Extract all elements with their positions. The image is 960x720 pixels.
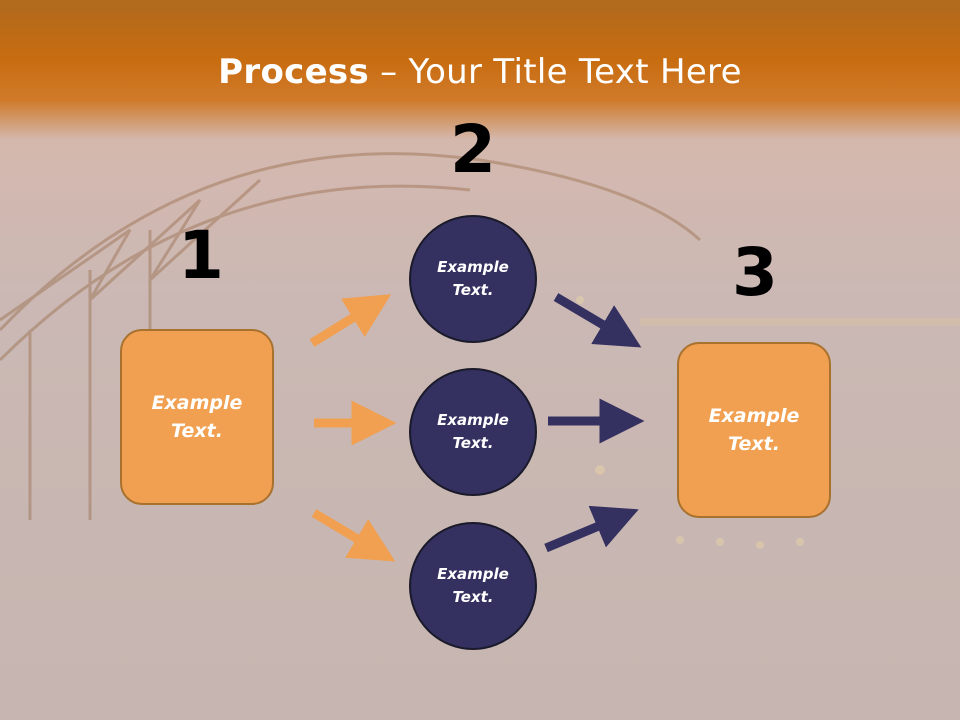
arrow-bottom-to-3 [546,518,618,548]
arrow-1-to-bottom [314,513,376,550]
arrow-top-to-3 [556,297,622,336]
arrow-1-to-top [312,306,372,343]
